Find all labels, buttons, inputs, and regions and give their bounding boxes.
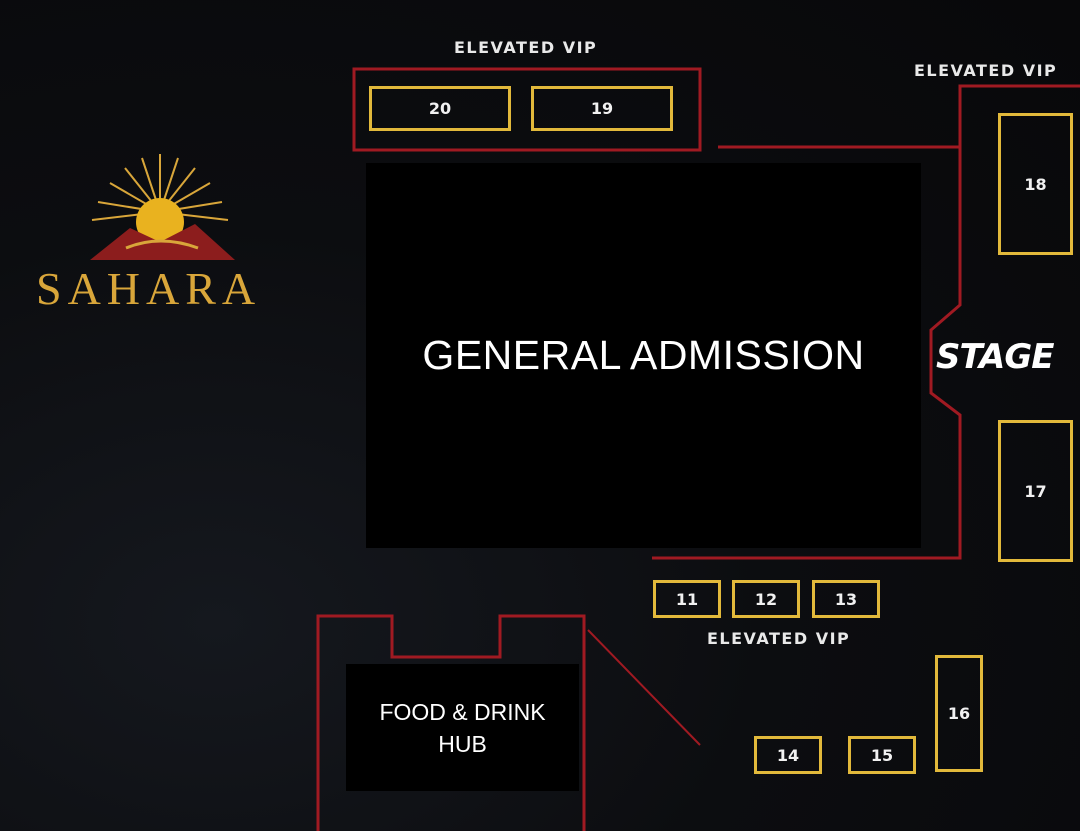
booth-16[interactable]: 16	[935, 655, 983, 772]
sahara-logo-icon	[90, 154, 235, 260]
general-admission-label: GENERAL ADMISSION	[422, 332, 865, 378]
booth-11[interactable]: 11	[653, 580, 721, 618]
booth-19[interactable]: 19	[531, 86, 673, 131]
booth-15[interactable]: 15	[848, 736, 916, 774]
stage-label: STAGE	[936, 337, 1054, 377]
general-admission-area[interactable]: GENERAL ADMISSION	[366, 163, 921, 548]
booth-12[interactable]: 12	[732, 580, 800, 618]
booth-17[interactable]: 17	[998, 420, 1073, 562]
food-hub-label-line1: FOOD & DRINK	[379, 698, 546, 725]
vip-label-bottom: ELEVATED VIP	[707, 629, 851, 648]
vip-label-right: ELEVATED VIP	[914, 61, 1058, 80]
food-drink-hub-area[interactable]: FOOD & DRINK HUB	[346, 664, 579, 791]
sahara-logo-text: SAHARA	[36, 263, 262, 314]
booth-20[interactable]: 20	[369, 86, 511, 131]
booth-14[interactable]: 14	[754, 736, 822, 774]
booth-13[interactable]: 13	[812, 580, 880, 618]
booth-18[interactable]: 18	[998, 113, 1073, 255]
vip-label-top: ELEVATED VIP	[454, 38, 598, 57]
food-hub-label-line2: HUB	[438, 730, 487, 757]
